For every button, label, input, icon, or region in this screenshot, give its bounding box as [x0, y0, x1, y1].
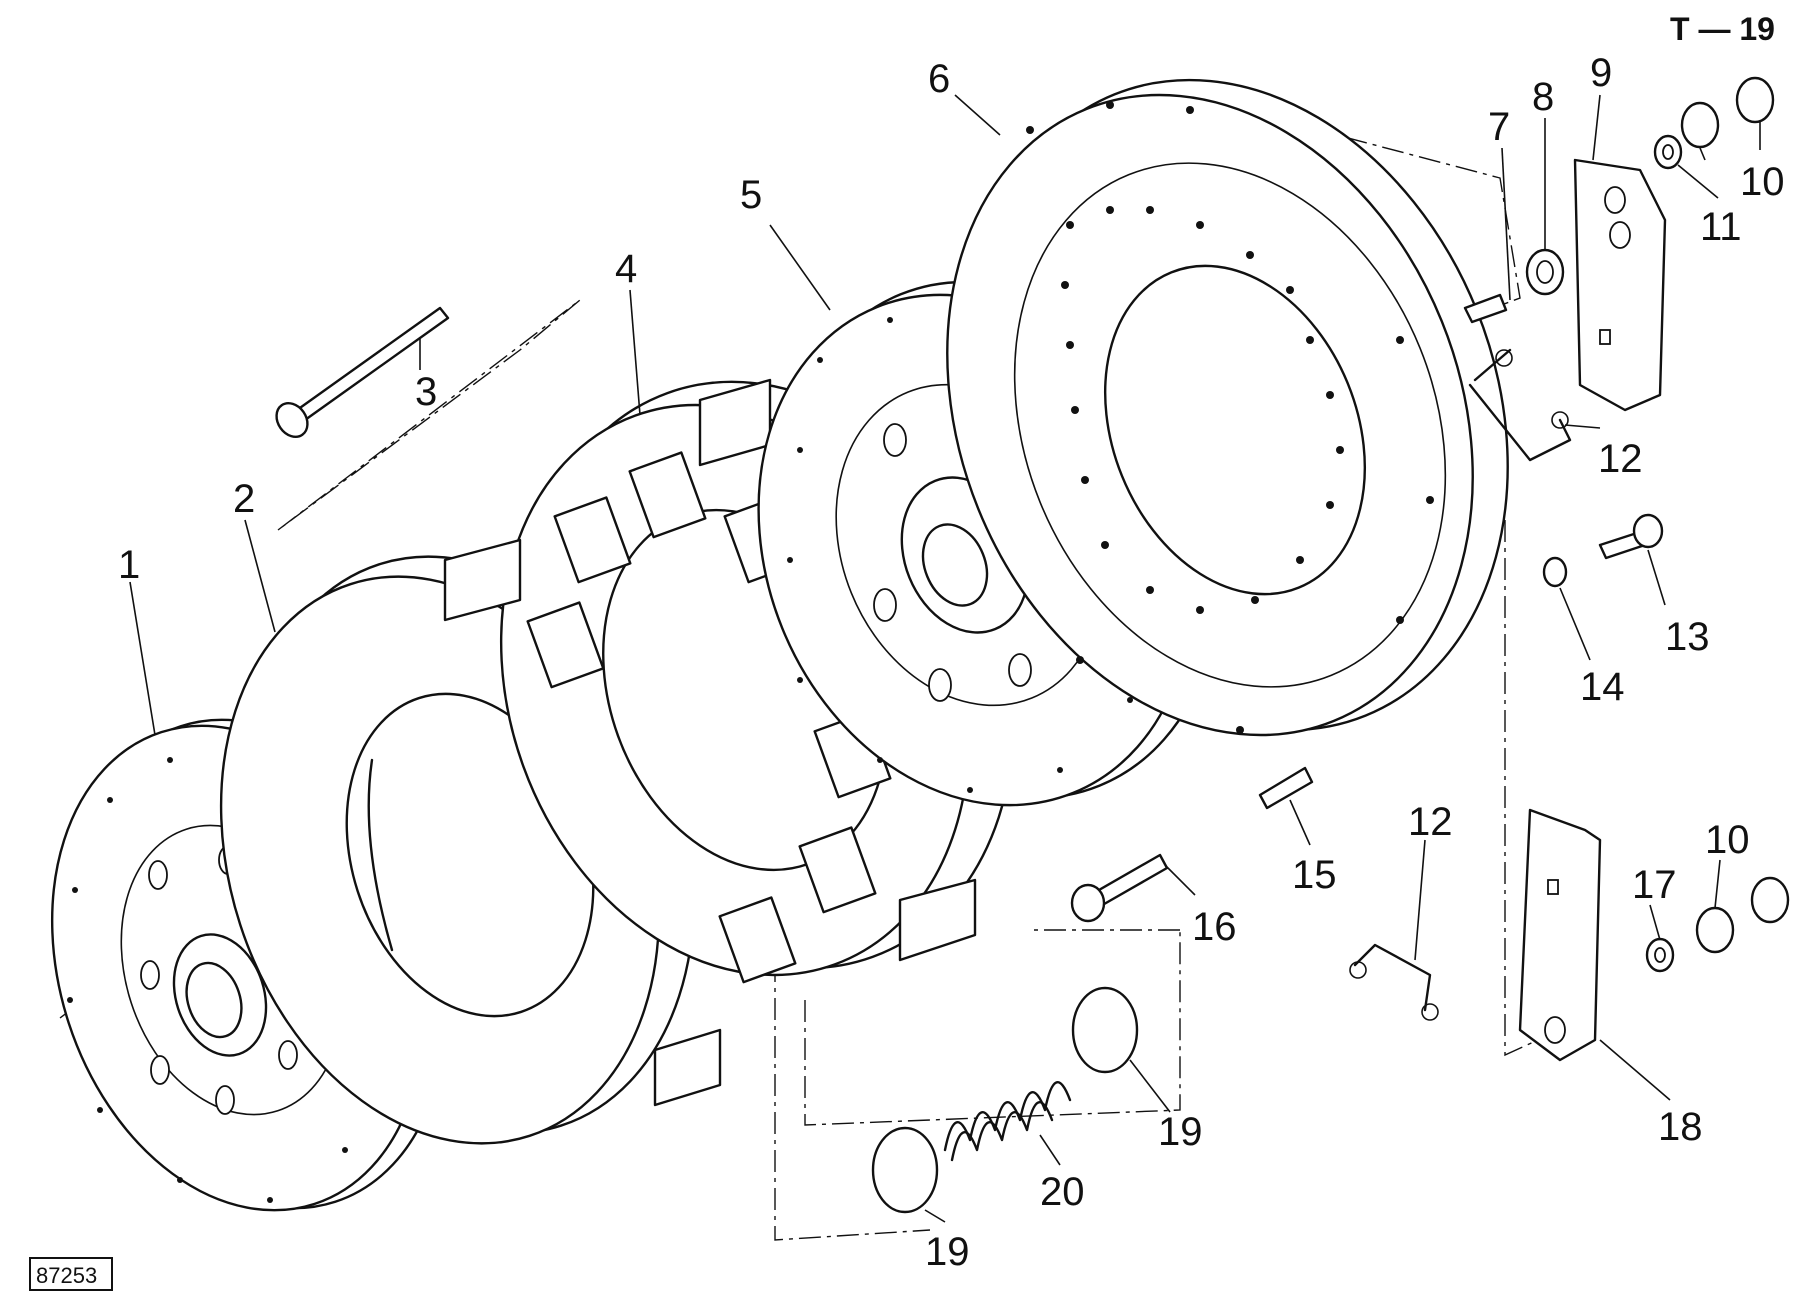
- flywheel-holes: [1026, 101, 1434, 734]
- callout-12-upper: 12: [1598, 437, 1643, 481]
- callout-16: 16: [1192, 905, 1237, 949]
- callout-10-lower: 10: [1705, 818, 1750, 862]
- callout-1: 1: [118, 543, 140, 587]
- callout-20: 20: [1040, 1170, 1085, 1214]
- part-17-washer: [1645, 937, 1675, 973]
- part-19-cap-upper: [1071, 986, 1139, 1074]
- callout-5: 5: [740, 173, 762, 217]
- part-16-bolt: [1070, 853, 1169, 923]
- part-18-bracket-plate: [1518, 808, 1602, 1062]
- callout-11: 11: [1700, 205, 1742, 249]
- callout-10-upper: 10: [1740, 160, 1785, 204]
- callout-19-upper: 19: [1158, 1110, 1203, 1154]
- callout-6: 6: [928, 57, 950, 101]
- callout-7: 7: [1488, 105, 1510, 149]
- part-3-long-bolt: [275, 306, 450, 438]
- callout-12-lower: 12: [1408, 800, 1453, 844]
- callout-14: 14: [1580, 665, 1625, 709]
- cover-lugs: [443, 378, 977, 1107]
- part-10-nuts-upper: [1680, 76, 1775, 149]
- callout-2: 2: [233, 477, 255, 521]
- callout-18: 18: [1658, 1105, 1703, 1149]
- figure-number-box: 87253: [29, 1257, 113, 1291]
- callout-15: 15: [1292, 853, 1337, 897]
- callout-3: 3: [415, 370, 437, 414]
- part-13-bolt: [1598, 513, 1664, 560]
- part-20-coil-spring: [943, 1081, 1072, 1162]
- callout-13: 13: [1665, 615, 1710, 659]
- callout-17: 17: [1632, 863, 1677, 907]
- part-12-spring-clip-lower: [1349, 943, 1439, 1021]
- part-19-cap-lower: [871, 1126, 939, 1214]
- part-12-spring-clip-upper: [1468, 348, 1572, 462]
- part-9-bracket-plate: [1573, 158, 1667, 412]
- part-7-stud: [1463, 293, 1508, 324]
- part-10-nuts-lower: [1695, 876, 1790, 954]
- part-8-bushing: [1525, 248, 1565, 296]
- part-6-flywheel: [946, 78, 1509, 737]
- callout-4: 4: [615, 247, 637, 291]
- callout-9: 9: [1590, 51, 1612, 95]
- callout-labels: 1 2 3 4 5 6 7 8 9 10 11 12 13 14 15 16 1…: [118, 51, 1785, 1274]
- callout-19-lower: 19: [925, 1230, 970, 1274]
- sheet-code: T — 19: [1670, 11, 1775, 47]
- figure-number: 87253: [36, 1263, 97, 1288]
- callout-8: 8: [1532, 75, 1554, 119]
- leader-lines: [129, 94, 1761, 1223]
- part-11-washer: [1653, 134, 1683, 170]
- part-14-lock-washer: [1542, 556, 1568, 588]
- part-15-dowel-pin: [1258, 766, 1314, 810]
